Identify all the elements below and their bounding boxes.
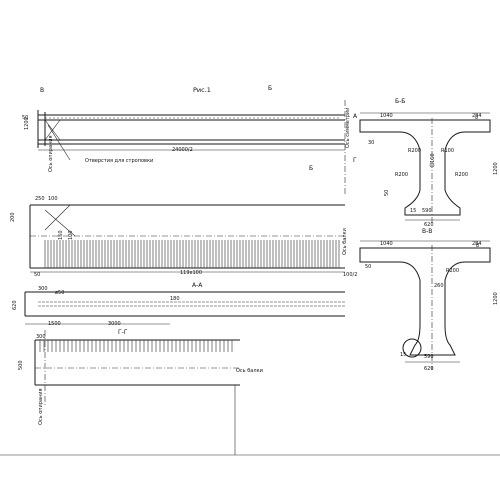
vv-dim-50: 50 [365,264,371,270]
height-label: 1200 [24,117,30,130]
gg-dim-500: 500 [18,360,24,370]
elevation-view [37,100,346,195]
bb-dim-620: 620 [424,222,434,228]
dim-50-label: 50 [22,115,28,121]
vv-dim-620: 620 [424,366,434,372]
bb-dim-15: 15 [410,208,416,214]
spacing-label: 119х100 [180,270,202,276]
plan-beam-axis-label: Ось балки [342,228,348,255]
bb-dim-160: 160 [430,153,436,163]
bb-height: 1200 [493,162,499,175]
section-gg-view [34,330,240,405]
figure-title: Рис.1 [193,86,211,94]
section-aa-view [24,291,345,325]
plan-dim-100: 100 [48,196,58,202]
section-aa-title: А-А [192,282,203,289]
aa-dim-1500: 1500 [48,321,61,327]
plan-dim-50: 50 [34,272,40,278]
plan-dim-100b: 100 [68,230,74,240]
vv-dim-15: 15 [400,352,406,358]
vv-height: 1200 [493,292,499,305]
bb-width-right: 284 [472,113,482,119]
section-vv-title: В-В [422,228,432,235]
gg-dim-300: 300 [36,334,46,340]
bb-dim-30: 30 [368,140,374,146]
bb-dim-r200b: R200 [395,172,408,178]
plan-dim-250: 250 [35,196,45,202]
aa-dim-300: 300 [38,286,48,292]
hole-note-label: Отверстия для строповки [85,158,153,164]
vv-dim-260: 260 [434,283,444,289]
section-vv-view [359,240,491,370]
symmetry-axis-label: Ось симметрии [345,108,351,148]
vv-dim-590: 590 [424,354,434,360]
section-mark-a: А [353,113,358,120]
section-bb-title: Б-Б [395,98,405,105]
gg-beam-axis-label: Ось балки [236,368,263,374]
span-length-label: 24000/2 [172,147,193,153]
section-mark-g: Г [353,157,357,164]
support-axis-label: Ось опирания [48,135,54,172]
bb-dim-8: 8 [475,115,478,121]
bb-dim-590: 590 [422,208,432,214]
section-mark-v-top: В [40,87,44,94]
plan-dim-200: 200 [10,212,16,222]
aa-dim-620: 620 [12,300,18,310]
plan-end-dim-label: 100/2 [343,272,357,278]
vv-width-right: 284 [472,241,482,247]
bb-width-left: 1040 [380,113,393,119]
bb-dim-r200: R200 [408,148,421,154]
aa-reinf-label: ø50 [55,290,64,296]
plan-view [29,204,345,273]
section-mark-b-top: Б [268,85,272,92]
bb-dim-r200c: R200 [455,172,468,178]
section-gg-title: Г-Г [118,329,128,336]
section-bb-view [359,112,491,225]
vv-dim-r200: R200 [446,268,459,274]
vv-dim-8: 8 [476,243,479,249]
bb-dim-r100: R100 [441,148,454,154]
aa-dim-180: 180 [170,296,180,302]
bb-dim-50: 50 [384,190,390,196]
aa-dim-3000: 3000 [108,321,121,327]
vv-width-left: 1040 [380,241,393,247]
gg-support-axis-label: Ось опирания [38,388,44,425]
section-mark-b-bottom: Б [309,165,313,172]
plan-dim-150: 150 [58,230,64,240]
